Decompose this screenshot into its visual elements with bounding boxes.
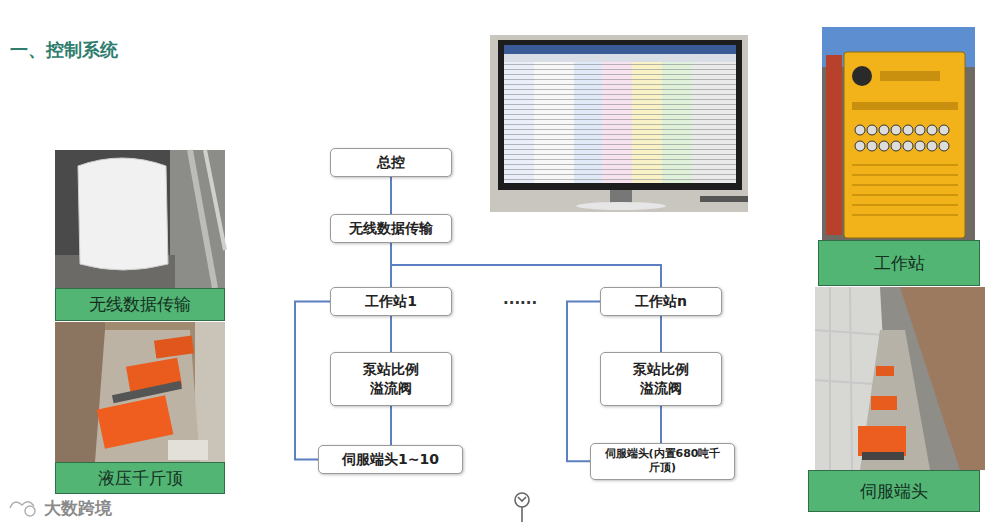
node-text: 无线数据传输 [349,219,433,238]
process-box: 无线数据传输 [330,214,452,243]
connector-line [295,301,330,459]
station-box: 工作站1 [330,287,452,316]
refresh-icon [515,493,529,522]
connector-line [390,316,392,352]
workstation-photo [822,27,975,240]
node-text: 伺服端头1~10 [342,450,439,469]
jack-photo [55,322,225,462]
photo-label: 无线数据传输 [55,288,225,321]
monitor-photo [490,35,748,212]
connector-line [391,243,661,287]
node-text: 总控 [377,153,405,172]
connector-line [390,406,392,445]
connector-line [567,301,600,461]
valve-box: 泵站比例溢流阀 [600,352,722,406]
connector-line [660,316,662,352]
station-box: 工作站n [600,287,722,316]
node-text: 液压千斤顶 [98,467,183,490]
node-text: 工作站n [635,292,687,311]
node-text: 工作站1 [365,292,417,311]
node-text: 无线数据传输 [89,293,191,316]
ellipsis: ...... [503,290,537,308]
antenna-photo [55,150,225,288]
node-text: 泵站比例溢流阀 [629,360,693,398]
control-box: 总控 [330,148,452,177]
photo-label: 工作站 [818,240,980,286]
photo-label: 液压千斤顶 [55,462,225,494]
servo-box: 伺服端头(内置680吨千斤顶) [590,443,735,480]
connector-line [390,177,392,214]
page-title: 一、控制系统 [10,38,118,62]
servo-box: 伺服端头1~10 [318,445,463,474]
node-text: 工作站 [874,252,925,275]
valve-box: 泵站比例溢流阀 [330,352,452,406]
connector-line [660,406,662,443]
node-text: 泵站比例溢流阀 [359,360,423,398]
node-text: 伺服端头 [860,480,928,503]
servo-head-photo [815,287,985,470]
photo-label: 伺服端头 [808,470,980,512]
watermark: 大数跨境 [44,497,112,520]
node-text: 伺服端头(内置680吨千斤顶) [600,447,726,476]
watermark-logo [10,502,35,516]
